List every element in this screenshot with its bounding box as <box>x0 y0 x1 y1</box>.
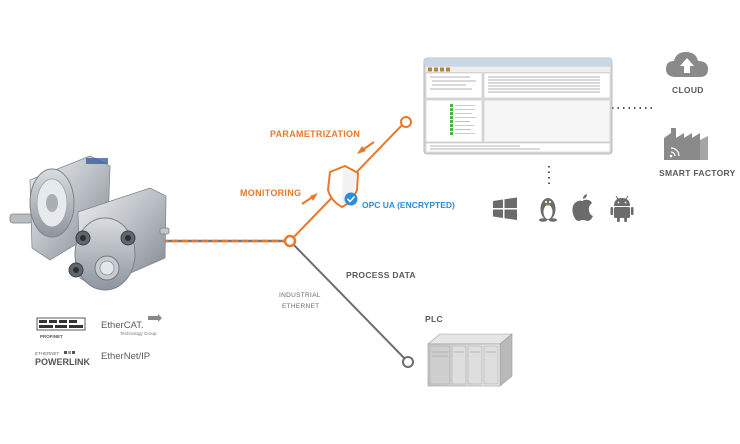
industrial-ethernet-label-2: ETHERNET <box>282 303 319 310</box>
process-data-link <box>289 240 409 363</box>
windows-icon <box>493 197 517 220</box>
opc-ua-shield-icon <box>326 164 360 209</box>
smart-factory-label: SMART FACTORY <box>659 168 736 178</box>
parametrization-label: PARAMETRIZATION <box>270 129 360 139</box>
smart-factory-icon <box>664 128 708 160</box>
apple-icon <box>572 194 593 221</box>
profinet-text: PROFINET <box>40 334 63 339</box>
process-data-label: PROCESS DATA <box>346 270 416 280</box>
network-junction-node <box>283 234 297 248</box>
linux-icon <box>539 198 557 222</box>
plc-rack-image <box>427 333 513 387</box>
powerlink-top-text: ETHERNET <box>35 351 60 356</box>
plc-label: PLC <box>425 314 443 324</box>
opc-client-software-window <box>423 57 613 155</box>
ethercat-logo: EtherCAT. Technology Group <box>101 314 162 336</box>
rotary-encoder-image <box>9 155 170 291</box>
powerlink-text: POWERLINK <box>35 357 90 367</box>
ethernetip-logo: EtherNet/IP <box>101 351 150 362</box>
monitoring-arrow-icon <box>301 193 318 205</box>
cloud-label: CLOUD <box>672 85 704 95</box>
ethercat-sub-text: Technology Group <box>120 331 157 336</box>
android-icon <box>610 195 634 222</box>
profinet-logo: PROFINET <box>36 317 86 339</box>
ethernetip-text: EtherNet/IP <box>101 351 150 362</box>
powerlink-logo: ETHERNET POWERLINK <box>35 351 90 367</box>
parametrization-arrow-icon <box>357 141 375 154</box>
ethercat-text: EtherCAT. <box>101 320 144 331</box>
opc-endpoint-node <box>400 116 412 128</box>
opc-ua-label: OPC UA (ENCRYPTED) <box>362 200 455 210</box>
plc-endpoint-node <box>402 356 414 368</box>
industrial-ethernet-label-1: INDUSTRIAL <box>279 292 321 299</box>
cloud-icon <box>666 52 708 77</box>
monitoring-label: MONITORING <box>240 188 301 198</box>
